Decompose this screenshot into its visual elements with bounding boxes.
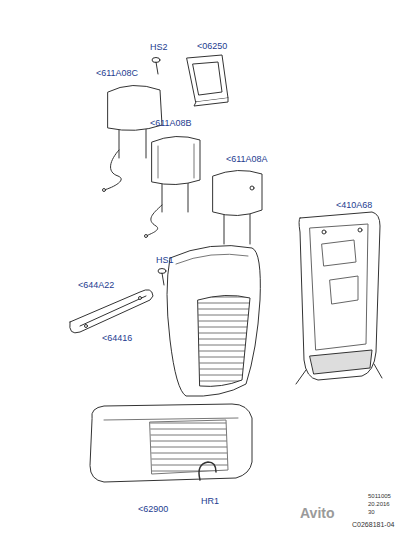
drawing-note: 5011005 <box>368 493 391 500</box>
watermark: Avito <box>300 506 334 521</box>
hook-ring <box>199 462 216 480</box>
backrest-cover <box>167 246 260 397</box>
backrest-frame <box>296 212 382 384</box>
drawing-note: 20.2016 <box>368 501 390 508</box>
drawing-note: 30 <box>368 509 375 516</box>
headrest <box>145 136 201 237</box>
part-number: <644A22 <box>78 281 114 291</box>
part-number: <62900 <box>138 505 168 515</box>
part-number: <611A08C <box>96 69 138 79</box>
screw-code: HS2 <box>150 43 168 53</box>
bracket <box>187 55 228 106</box>
cushion-cover <box>90 404 252 482</box>
screw <box>152 58 160 75</box>
hook-code: HR1 <box>201 497 219 507</box>
part-number: <611A08A <box>226 155 268 165</box>
screw <box>158 269 166 286</box>
drawing-number: C0268181-04 <box>352 521 394 529</box>
part-number: <611A08B <box>150 119 192 129</box>
screw-code: HS1 <box>156 256 174 266</box>
part-number: <64416 <box>102 334 132 344</box>
headrest <box>213 170 262 244</box>
part-number: <06250 <box>197 42 227 52</box>
part-number: <410A68 <box>336 201 372 211</box>
side-trim <box>70 290 153 333</box>
